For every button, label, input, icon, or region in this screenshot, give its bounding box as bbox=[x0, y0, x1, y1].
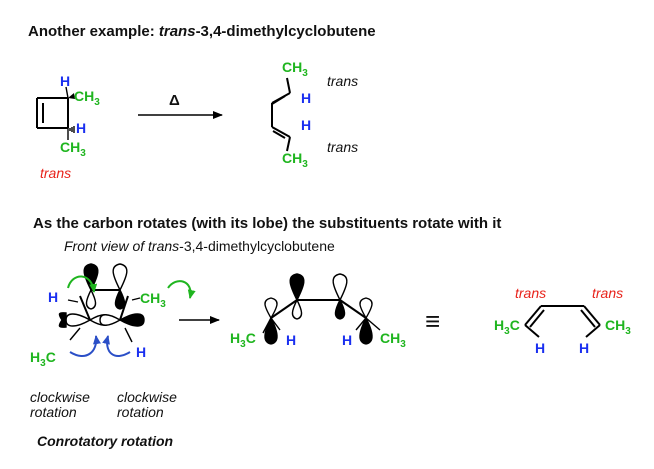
orbital-lobe bbox=[112, 263, 128, 292]
orbital-lobe bbox=[83, 263, 99, 292]
caption: Conrotatory rotation bbox=[37, 433, 173, 449]
orbital-lobe bbox=[264, 316, 278, 345]
reactant-h-top: H bbox=[60, 73, 70, 89]
rotation-label-right-line2: rotation bbox=[117, 404, 164, 420]
orbital-lobe bbox=[114, 288, 126, 310]
orbital-lobe bbox=[99, 314, 122, 326]
orbital-lobe bbox=[264, 297, 278, 320]
rotation-label-right-line1: clockwise bbox=[117, 389, 177, 405]
diene-h-right: H bbox=[579, 340, 589, 356]
reactant-ch3-bottom: CH3 bbox=[60, 139, 86, 159]
rotation-label-left-line1: clockwise bbox=[30, 389, 90, 405]
reactant-h-bottom: H bbox=[76, 120, 86, 136]
orbital-lobe bbox=[359, 316, 373, 345]
reactant-trans-label: trans bbox=[40, 165, 71, 181]
orbital-lobe bbox=[291, 298, 303, 320]
product-h-top: H bbox=[301, 90, 311, 106]
orbital-lobe bbox=[332, 273, 348, 302]
section-heading: As the carbon rotates (with its lobe) th… bbox=[33, 215, 501, 232]
cyclobutene-structure bbox=[36, 86, 75, 140]
orbital-lobe bbox=[85, 288, 97, 310]
equivalence-symbol: ≡ bbox=[425, 306, 440, 336]
blue-rotation-arrow-right bbox=[102, 335, 131, 357]
orbital-lobe bbox=[118, 313, 145, 327]
rotated-h3c-left: H3C bbox=[230, 330, 256, 350]
front-view-ch3-right: CH3 bbox=[140, 290, 166, 310]
front-view-h3c-left: H3C bbox=[30, 349, 56, 369]
rotated-h-left: H bbox=[286, 332, 296, 348]
wedge-bond bbox=[68, 93, 75, 99]
green-rotation-arrow-left bbox=[67, 275, 98, 293]
front-view-h-left: H bbox=[48, 289, 58, 305]
hashed-bond bbox=[69, 126, 75, 133]
rotated-h-right: H bbox=[342, 332, 352, 348]
section-subheading: Front view of trans-3,4-dimethylcyclobut… bbox=[64, 238, 335, 254]
diene-ch3-right: CH3 bbox=[605, 317, 631, 337]
orbital-lobe bbox=[334, 298, 346, 320]
blue-rotation-arrow-left bbox=[69, 335, 101, 357]
orbital-lobe bbox=[359, 297, 373, 320]
orbital-lobe bbox=[58, 312, 67, 328]
front-view-h-right: H bbox=[136, 344, 146, 360]
front-view-orbitals bbox=[58, 263, 145, 343]
rotation-label-left-line2: rotation bbox=[30, 404, 77, 420]
orbital-lobe bbox=[65, 313, 92, 327]
diene-skeletal-structure bbox=[524, 305, 601, 338]
product-ch3-top: CH3 bbox=[282, 59, 308, 79]
diene-product-structure bbox=[271, 77, 291, 152]
heat-symbol: Δ bbox=[169, 92, 180, 109]
product-h-bottom: H bbox=[301, 117, 311, 133]
diene-h-left: H bbox=[535, 340, 545, 356]
reactant-ch3-top: CH3 bbox=[74, 88, 100, 108]
product-trans-bottom: trans bbox=[327, 139, 358, 155]
rotated-ch3-right: CH3 bbox=[380, 330, 406, 350]
diene-h3c-left: H3C bbox=[494, 317, 520, 337]
product-ch3-bottom: CH3 bbox=[282, 150, 308, 170]
diene-trans-right: trans bbox=[592, 285, 623, 301]
page-title: Another example: trans-3,4-dimethylcyclo… bbox=[28, 23, 376, 40]
orbital-lobe bbox=[289, 273, 305, 302]
diene-trans-left: trans bbox=[515, 285, 546, 301]
green-rotation-arrow-right bbox=[167, 280, 196, 299]
product-trans-top: trans bbox=[327, 73, 358, 89]
rotated-view-orbitals bbox=[262, 273, 381, 345]
